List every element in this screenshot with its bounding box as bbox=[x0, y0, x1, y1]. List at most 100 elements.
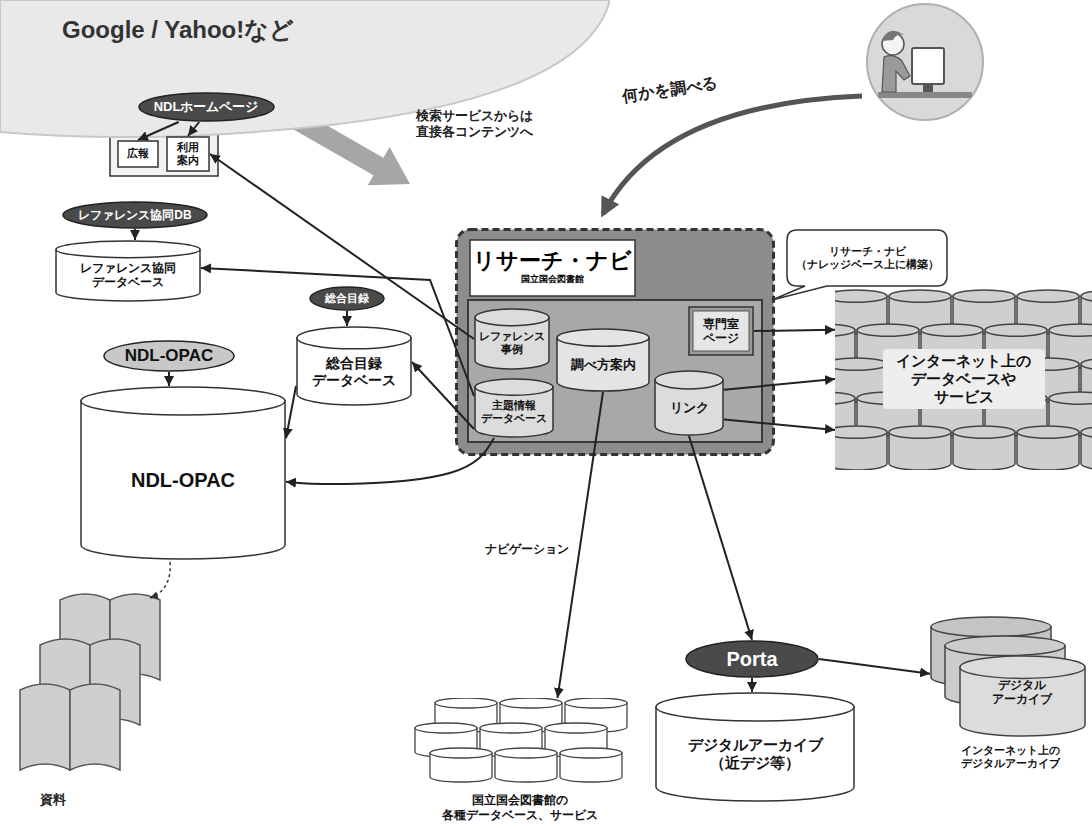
service-oval: NDLホームページ bbox=[138, 92, 275, 122]
node-text: 国立国会図書館の 各種データベース、サービス bbox=[435, 793, 605, 822]
cylinder-top bbox=[1049, 392, 1092, 404]
service-oval: レファレンス協同DB bbox=[62, 201, 208, 229]
callout-bubble: リサーチ・ナビ （ナレッジベース上に構築） bbox=[787, 230, 947, 286]
cylinder-top bbox=[960, 656, 1085, 678]
cylinder-top bbox=[1081, 290, 1092, 302]
service-oval: 総合目録 bbox=[309, 286, 385, 311]
cylinder-top bbox=[921, 324, 983, 336]
node-text: Porta bbox=[726, 647, 777, 671]
database-cluster: インターネット上の データベースや サービス bbox=[835, 288, 1092, 470]
oval-shape bbox=[310, 287, 384, 310]
dotted-arrow bbox=[150, 562, 170, 598]
node-text: リサーチ・ナビ bbox=[470, 248, 635, 274]
button-shape bbox=[167, 137, 209, 171]
service-oval: Porta bbox=[685, 640, 819, 678]
connector bbox=[168, 372, 170, 386]
cylinder-top bbox=[985, 324, 1047, 336]
edge-label: ナビゲーション bbox=[483, 541, 571, 557]
node-text: 利用 案内 bbox=[173, 141, 203, 167]
database-cylinder: レファレンス 事例 bbox=[474, 308, 550, 370]
node-text: NDL-OPAC bbox=[131, 468, 235, 492]
connector bbox=[754, 330, 835, 331]
database-cylinder: レファレンス協同 データベース bbox=[55, 240, 201, 302]
cylinder-top bbox=[1017, 426, 1079, 438]
menu-button: 利用 案内 bbox=[166, 136, 210, 172]
connector bbox=[134, 229, 136, 240]
database-cylinder: 調べ方案内 bbox=[556, 328, 650, 392]
cylinder-top bbox=[297, 327, 411, 349]
button-shape bbox=[118, 141, 158, 167]
action-label: 何かを調べる bbox=[621, 73, 719, 105]
node-text: Google / Yahoo!など bbox=[62, 16, 294, 45]
node-text: デジタルアーカイブ （近デジ等） bbox=[680, 736, 830, 772]
cylinder-top bbox=[857, 324, 919, 336]
cylinder-top bbox=[1049, 324, 1092, 336]
node-text: レファレンス協同 データベース bbox=[63, 261, 193, 290]
cylinder-top bbox=[835, 290, 887, 302]
database-cylinder: デジタルアーカイブ （近デジ等） bbox=[655, 692, 855, 802]
label-anchor: 何かを調べる bbox=[622, 80, 718, 99]
monitor bbox=[912, 48, 944, 84]
cylinder-top bbox=[835, 324, 855, 336]
cylinder-top bbox=[557, 329, 649, 346]
desk bbox=[878, 92, 972, 98]
cylinder-top bbox=[945, 636, 1065, 656]
connector bbox=[751, 678, 753, 692]
search-arrow-head bbox=[368, 147, 410, 185]
person-hair bbox=[882, 31, 904, 41]
label-anchor: ナビゲーション bbox=[483, 541, 571, 557]
database-cylinder: 総合目録 データベース bbox=[296, 326, 412, 406]
connector bbox=[346, 311, 348, 326]
connector bbox=[210, 154, 474, 339]
cylinder-top bbox=[1081, 426, 1092, 438]
cylinder-top bbox=[545, 723, 607, 733]
cylinder-top bbox=[656, 693, 854, 721]
book-page bbox=[20, 684, 70, 770]
cylinder-top bbox=[475, 309, 549, 326]
node-text: NDL-OPAC bbox=[125, 346, 213, 366]
archive-cluster: デジタル アーカイブインターネット上の デジタルアーカイブ bbox=[930, 616, 1092, 781]
dashed-frame bbox=[457, 230, 774, 455]
connector bbox=[819, 659, 930, 674]
cylinder-top bbox=[655, 371, 723, 389]
label-anchor: 検索サービスからは 直接各コンテンツへ bbox=[412, 108, 537, 139]
cylinder-body bbox=[1081, 432, 1092, 470]
note-text: 検索サービスからは 直接各コンテンツへ bbox=[412, 108, 537, 139]
cylinder-top bbox=[835, 392, 855, 404]
oval-shape bbox=[139, 93, 274, 121]
label-anchor: 資料 bbox=[40, 792, 66, 808]
person-body bbox=[882, 56, 910, 92]
node-text: 総合目録 bbox=[325, 292, 369, 305]
cylinder-top bbox=[953, 290, 1015, 302]
node-text: レファレンス協同DB bbox=[78, 208, 191, 222]
menu-group bbox=[110, 132, 218, 176]
oval-shape bbox=[63, 202, 207, 228]
oval-shape bbox=[104, 341, 234, 371]
database-cylinder: リンク bbox=[654, 370, 724, 436]
node-text: デジタル アーカイブ bbox=[987, 678, 1057, 707]
node-text: リサーチ・ナビ （ナレッジベース上に構築） bbox=[792, 245, 942, 271]
title-panel bbox=[470, 240, 635, 296]
node-text: 広報 bbox=[127, 147, 149, 160]
query-arrow bbox=[603, 96, 862, 214]
cylinder-top bbox=[1081, 358, 1092, 370]
cylinder-top bbox=[480, 723, 542, 733]
cylinder-top bbox=[495, 748, 557, 758]
cylinder-top bbox=[435, 698, 497, 708]
cylinder-top bbox=[953, 426, 1015, 438]
node-text: レファレンス 事例 bbox=[478, 330, 546, 356]
user-illustration bbox=[867, 4, 983, 120]
cylinder-top bbox=[415, 723, 477, 733]
cylinder-top bbox=[835, 426, 887, 438]
database-cylinder: 主題情報 データベース bbox=[474, 378, 554, 438]
cylinder-top bbox=[835, 358, 887, 370]
monitor-stand bbox=[923, 84, 933, 92]
page-box: 専門室 ページ bbox=[688, 306, 754, 356]
database-cylinder: NDL-OPAC bbox=[80, 386, 286, 560]
user-circle bbox=[867, 4, 983, 120]
bevel-inner bbox=[693, 311, 749, 351]
illustration-caption: 資料 bbox=[40, 792, 66, 808]
node-text: インターネット上の デジタルアーカイブ bbox=[950, 744, 1070, 770]
cylinder-top bbox=[889, 290, 951, 302]
